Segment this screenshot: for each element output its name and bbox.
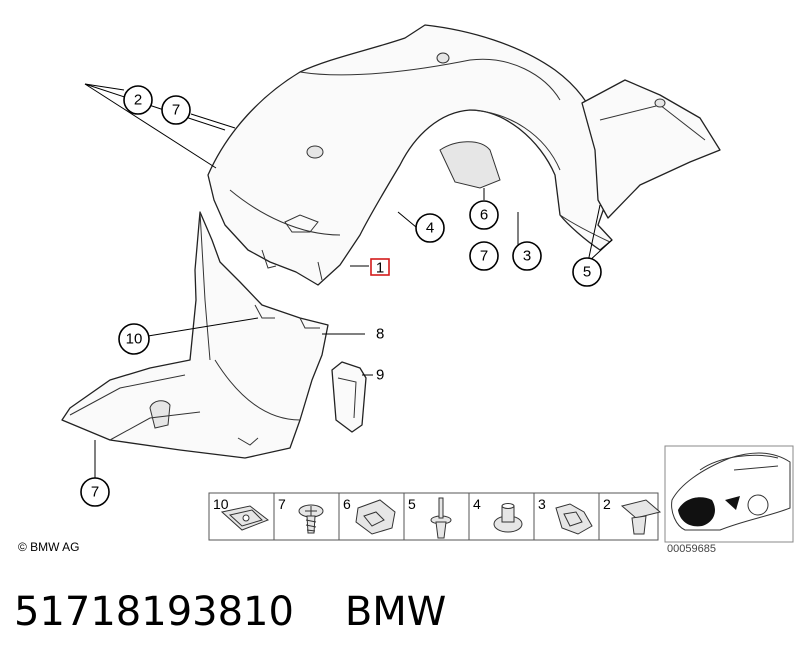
svg-text:8: 8 (376, 326, 384, 343)
copyright-notice: © BMW AG (18, 540, 80, 554)
strip-label-2: 2 (603, 496, 611, 512)
strip-label-6: 6 (343, 496, 351, 512)
strip-label-3: 3 (538, 496, 546, 512)
svg-text:2: 2 (134, 92, 142, 109)
wheel-arch-liner-lower (61, 211, 329, 459)
push-clip-icon (620, 499, 662, 535)
wheel-arch-liner-rear-panel (581, 79, 721, 219)
leader-lines (84, 83, 613, 480)
brand-name: BMW (344, 589, 447, 635)
svg-text:9: 9 (376, 367, 384, 384)
wheel-arch-liner-upper (207, 24, 613, 286)
callout-1-highlighted: 1 (370, 258, 390, 277)
part-number: 51718193810 (14, 589, 294, 635)
vehicle-thumbnail (664, 445, 794, 543)
expanding-rivet-icon (430, 497, 452, 539)
flange-nut-icon (493, 503, 523, 533)
callout-8: 8 (376, 326, 384, 343)
callout-9: 9 (376, 367, 384, 384)
svg-text:5: 5 (583, 264, 591, 281)
svg-text:10: 10 (126, 331, 143, 348)
callout-7-bottom: 7 (80, 477, 110, 507)
bracket-clip-icon (555, 503, 593, 535)
strip-label-5: 5 (408, 496, 416, 512)
svg-text:7: 7 (91, 484, 99, 501)
reference-code: 00059685 (667, 543, 716, 555)
screw-icon (298, 504, 324, 534)
callout-3: 3 (512, 241, 542, 271)
callout-10: 10 (118, 323, 150, 355)
svg-text:3: 3 (523, 248, 531, 265)
clip-block-icon (355, 499, 396, 535)
callout-7-top: 7 (161, 95, 191, 125)
callout-7-mid: 7 (469, 241, 499, 271)
callout-6: 6 (469, 200, 499, 230)
svg-text:7: 7 (172, 102, 180, 119)
strip-label-10: 10 (213, 496, 229, 512)
svg-text:4: 4 (426, 220, 434, 237)
cover-plate (331, 361, 367, 433)
svg-text:6: 6 (480, 207, 488, 224)
part-number-caption: 51718193810 BMW (14, 582, 446, 642)
strip-label-7: 7 (278, 496, 286, 512)
parts-strip: 10 7 6 5 4 3 2 (208, 492, 662, 541)
svg-text:1: 1 (376, 260, 384, 277)
callout-2: 2 (123, 85, 153, 115)
spring-nut-icon (220, 505, 270, 531)
svg-text:7: 7 (480, 248, 488, 265)
callout-4: 4 (415, 213, 445, 243)
strip-label-4: 4 (473, 496, 481, 512)
callout-5: 5 (572, 257, 602, 287)
